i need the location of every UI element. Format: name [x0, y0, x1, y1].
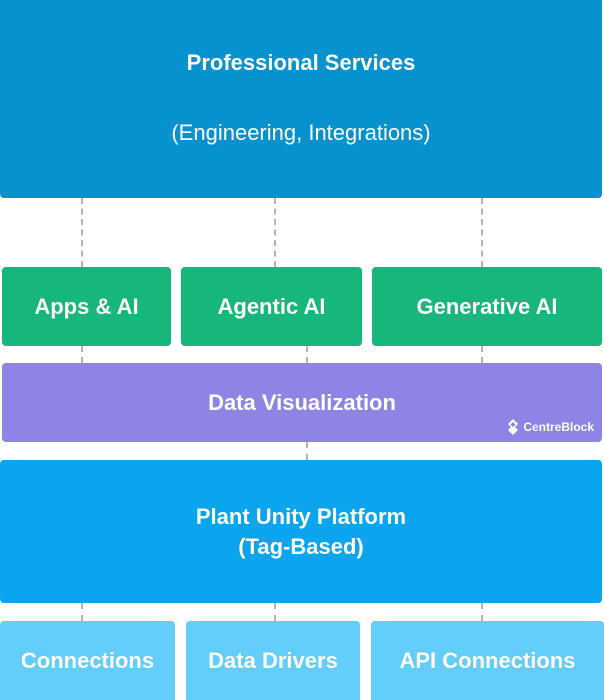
professional-services-title: Professional Services [186, 50, 416, 75]
connector-line [306, 442, 308, 460]
connector-line [274, 198, 276, 267]
professional-services-box: Professional Services (Engineering, Inte… [0, 0, 602, 198]
connector-line [306, 346, 308, 363]
connector-line [81, 603, 83, 621]
data-drivers-label: Data Drivers [208, 647, 338, 673]
connector-line [81, 198, 83, 267]
connector-line [481, 603, 483, 621]
agentic-ai-label: Agentic AI [217, 293, 326, 319]
connector-line [81, 346, 83, 363]
professional-services-subtitle: (Engineering, Integrations) [171, 120, 431, 145]
connector-line [481, 346, 483, 363]
centreblock-logo: CentreBlock [507, 419, 594, 435]
agentic-ai-box: Agentic AI [181, 267, 362, 346]
plant-unity-platform-box: Plant Unity Platform (Tag-Based) [0, 460, 602, 603]
connections-box: Connections [0, 621, 175, 700]
connector-line [481, 198, 483, 267]
centreblock-logo-text: CentreBlock [523, 420, 594, 434]
generative-ai-label: Generative AI [416, 293, 558, 319]
data-drivers-box: Data Drivers [186, 621, 360, 700]
data-visualization-box: Data Visualization CentreBlock [2, 363, 602, 442]
platform-subtitle: (Tag-Based) [238, 533, 364, 559]
connector-line [274, 603, 276, 621]
api-connections-label: API Connections [399, 647, 576, 673]
apps-ai-box: Apps & AI [2, 267, 171, 346]
apps-ai-label: Apps & AI [34, 293, 139, 319]
api-connections-box: API Connections [371, 621, 604, 700]
generative-ai-box: Generative AI [372, 267, 602, 346]
platform-title: Plant Unity Platform [195, 503, 407, 529]
centreblock-logo-icon [508, 419, 519, 435]
data-visualization-label: Data Visualization [208, 389, 396, 415]
connections-label: Connections [20, 647, 155, 673]
